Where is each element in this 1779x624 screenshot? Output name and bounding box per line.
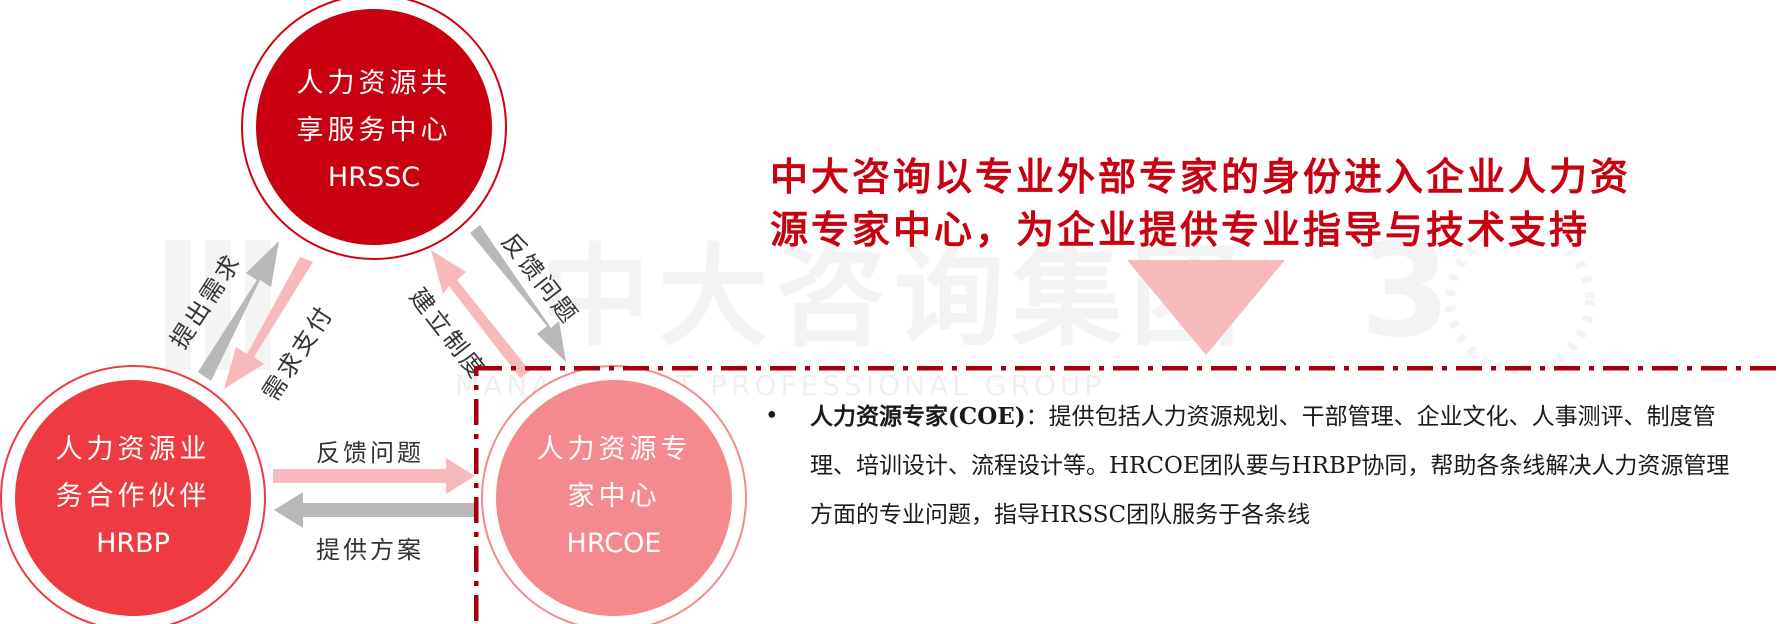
bullet-icon: •	[765, 403, 779, 429]
node-hrssc-code: HRSSC	[327, 162, 421, 193]
node-hrcoe-code: HRCOE	[566, 528, 662, 559]
arrow-hrcoe-to-hrbp	[274, 492, 475, 528]
pointer-triangle	[1127, 260, 1285, 355]
node-hrbp-code: HRBP	[96, 528, 170, 559]
arrow-hrcoe-to-hrssc	[431, 250, 530, 378]
node-hrcoe-line2: 家中心	[567, 481, 661, 512]
node-hrcoe: 人力资源专 家中心 HRCOE	[514, 426, 714, 567]
headline-line1: 中大咨询以专业外部专家的身份进入企业人力资	[770, 154, 1632, 199]
coe-description: • 人力资源专家(COE)：提供包括人力资源规划、干部管理、企业文化、人事测评、…	[765, 392, 1730, 540]
edge-label-hrcoe-to-hrbp: 提供方案	[316, 536, 424, 564]
watermark-anniversary-mark: 3	[1360, 214, 1450, 366]
arrow-hrssc-to-hrbp	[224, 257, 313, 389]
node-hrssc-line2: 享服务中心	[296, 115, 452, 146]
arrow-hrbp-to-hrcoe	[273, 458, 475, 494]
node-hrbp: 人力资源业 务合作伙伴 HRBP	[33, 426, 233, 567]
node-hrssc-line1: 人力资源共	[296, 68, 452, 99]
edge-label-hrbp-to-hrcoe: 反馈问题	[316, 439, 424, 467]
node-hrssc-shape	[241, 0, 507, 260]
node-hrcoe-shape	[481, 365, 747, 624]
node-hrcoe-line1: 人力资源专	[536, 434, 692, 465]
node-hrbp-shape	[0, 365, 266, 624]
watermark-sun-icon	[1445, 225, 1595, 375]
watermark-logo-bar-1	[165, 240, 191, 370]
arrow-hrbp-to-hrssc	[198, 241, 279, 381]
coe-callout-box	[474, 366, 1779, 624]
headline: 中大咨询以专业外部专家的身份进入企业人力资 源专家中心，为企业提供专业指导与技术…	[770, 150, 1670, 256]
headline-line2: 源专家中心，为企业提供专业指导与技术支持	[770, 207, 1591, 252]
coe-body: ：提供包括人力资源规划、干部管理、企业文化、人事测评、制度管理、培训设计、流程设…	[810, 404, 1730, 528]
node-hrbp-line1: 人力资源业	[55, 434, 211, 465]
coe-lead: 人力资源专家(COE)	[810, 403, 1026, 430]
node-hrssc: 人力资源共 享服务中心 HRSSC	[274, 60, 474, 201]
arrow-hrssc-to-hrcoe	[470, 225, 566, 362]
watermark-title: 中大咨询集团	[540, 233, 1248, 361]
node-hrbp-line2: 务合作伙伴	[55, 481, 211, 512]
